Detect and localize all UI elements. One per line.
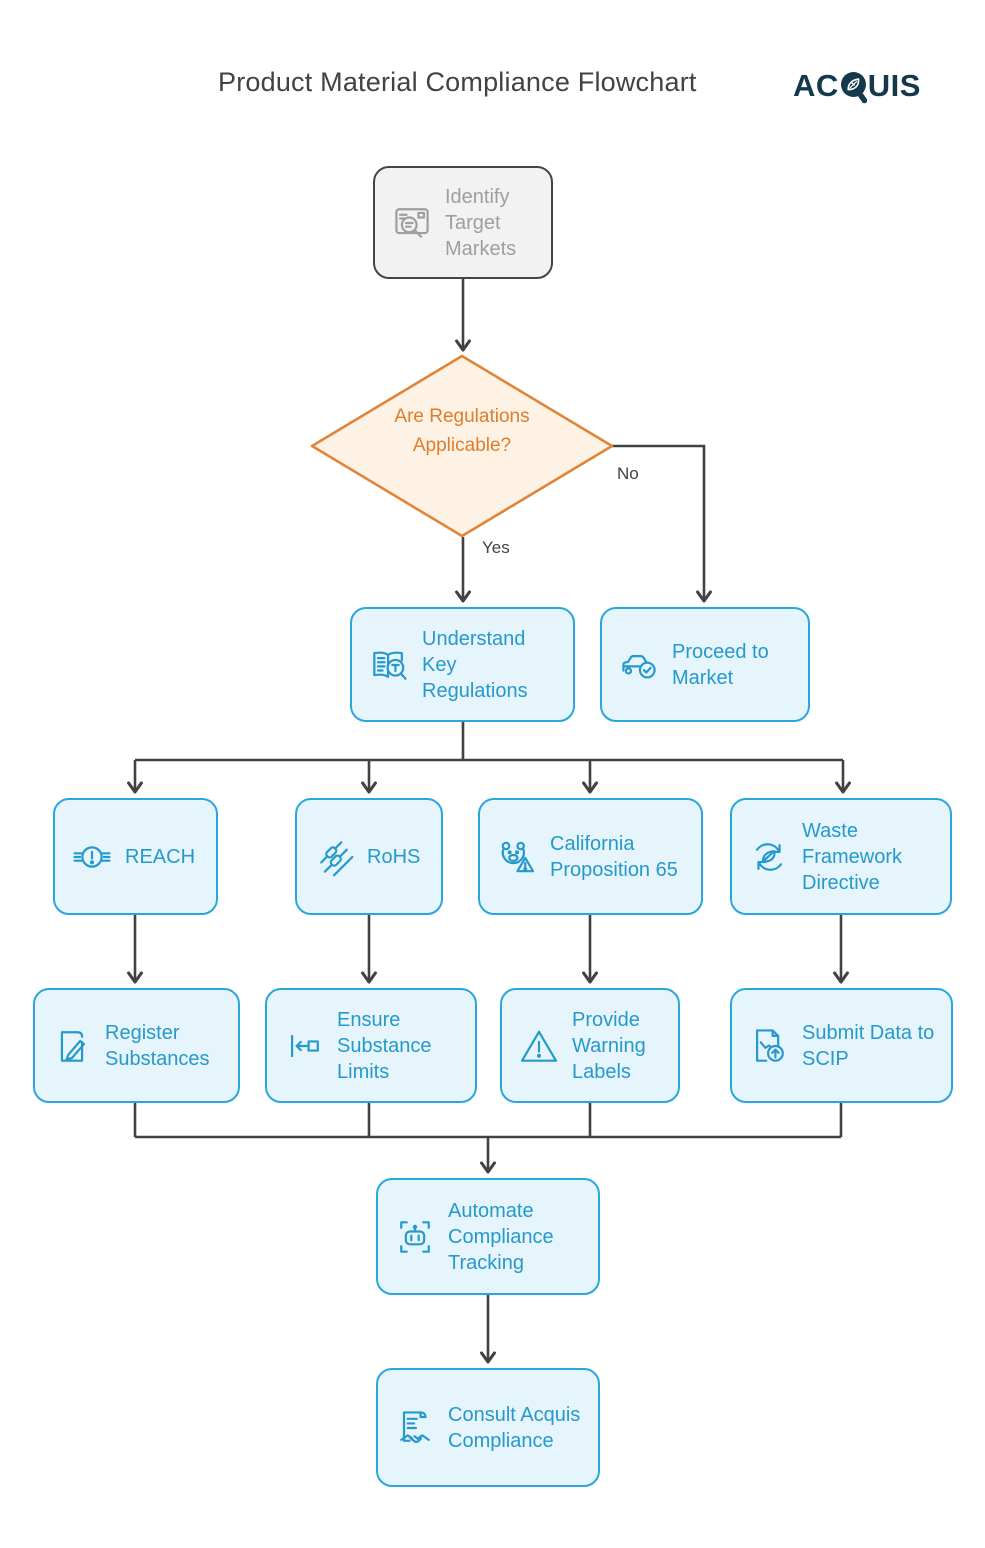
node-rohs: RoHS	[295, 798, 443, 915]
node-label: RoHS	[367, 845, 421, 868]
node-label: Automate Compliance Tracking	[448, 1199, 554, 1274]
node-label: Register Substances	[105, 1021, 210, 1070]
document-upload-icon	[747, 1024, 791, 1068]
node-label: Submit Data to SCIP	[802, 1021, 935, 1070]
node-proceed-to-market: Proceed to Market	[600, 607, 810, 722]
node-label: REACH	[125, 845, 196, 868]
node-identify-target-markets: Identify Target Markets	[373, 166, 553, 279]
node-label: Provide Warning Labels	[572, 1008, 646, 1083]
limit-arrow-icon	[282, 1024, 326, 1068]
node-label: Waste Framework Directive	[802, 819, 903, 894]
bear-warning-icon	[495, 835, 539, 879]
node-understand-key-regulations: Understand Key Regulations	[350, 607, 575, 722]
decision-diamond	[310, 354, 614, 538]
node-automate-compliance-tracking: Automate Compliance Tracking	[376, 1178, 600, 1295]
node-provide-warning-labels: Provide Warning Labels	[500, 988, 680, 1103]
acquis-logo: AC UIS	[793, 68, 921, 104]
book-magnifier-icon	[367, 643, 411, 687]
edge-label-yes: Yes	[482, 538, 510, 557]
node-label: California Proposition 65	[550, 832, 678, 881]
page-title: Product Material Compliance Flowchart	[218, 67, 697, 97]
node-california-proposition-65: California Proposition 65	[478, 798, 703, 915]
node-reach: REACH	[53, 798, 218, 915]
node-label: Identify Target Markets	[445, 185, 517, 260]
document-pen-icon	[50, 1024, 94, 1068]
node-label: Proceed to Market	[672, 640, 769, 689]
restricted-components-icon	[312, 835, 356, 879]
decision-label: Are Regulations Applicable?	[394, 406, 530, 457]
car-check-icon	[617, 643, 661, 687]
leaf-q-icon	[839, 68, 868, 104]
node-label: Understand Key Regulations	[422, 627, 528, 702]
leaf-recycle-icon	[747, 835, 791, 879]
robot-scan-icon	[393, 1215, 437, 1259]
node-submit-data-to-scip: Submit Data to SCIP	[730, 988, 953, 1103]
document-handshake-icon	[393, 1406, 437, 1450]
node-register-substances: Register Substances	[33, 988, 240, 1103]
warning-triangle-icon	[517, 1024, 561, 1068]
logo-text-uis: UIS	[867, 68, 921, 103]
node-consult-acquis-compliance: Consult Acquis Compliance	[376, 1368, 600, 1487]
edge-label-no: No	[617, 464, 639, 483]
node-waste-framework-directive: Waste Framework Directive	[730, 798, 952, 915]
node-label: Consult Acquis Compliance	[448, 1403, 581, 1452]
node-ensure-substance-limits: Ensure Substance Limits	[265, 988, 477, 1103]
node-label: Ensure Substance Limits	[337, 1008, 432, 1083]
logo-text-ac: AC	[793, 68, 839, 103]
browser-search-icon	[390, 201, 434, 245]
molecule-alert-icon	[70, 835, 114, 879]
